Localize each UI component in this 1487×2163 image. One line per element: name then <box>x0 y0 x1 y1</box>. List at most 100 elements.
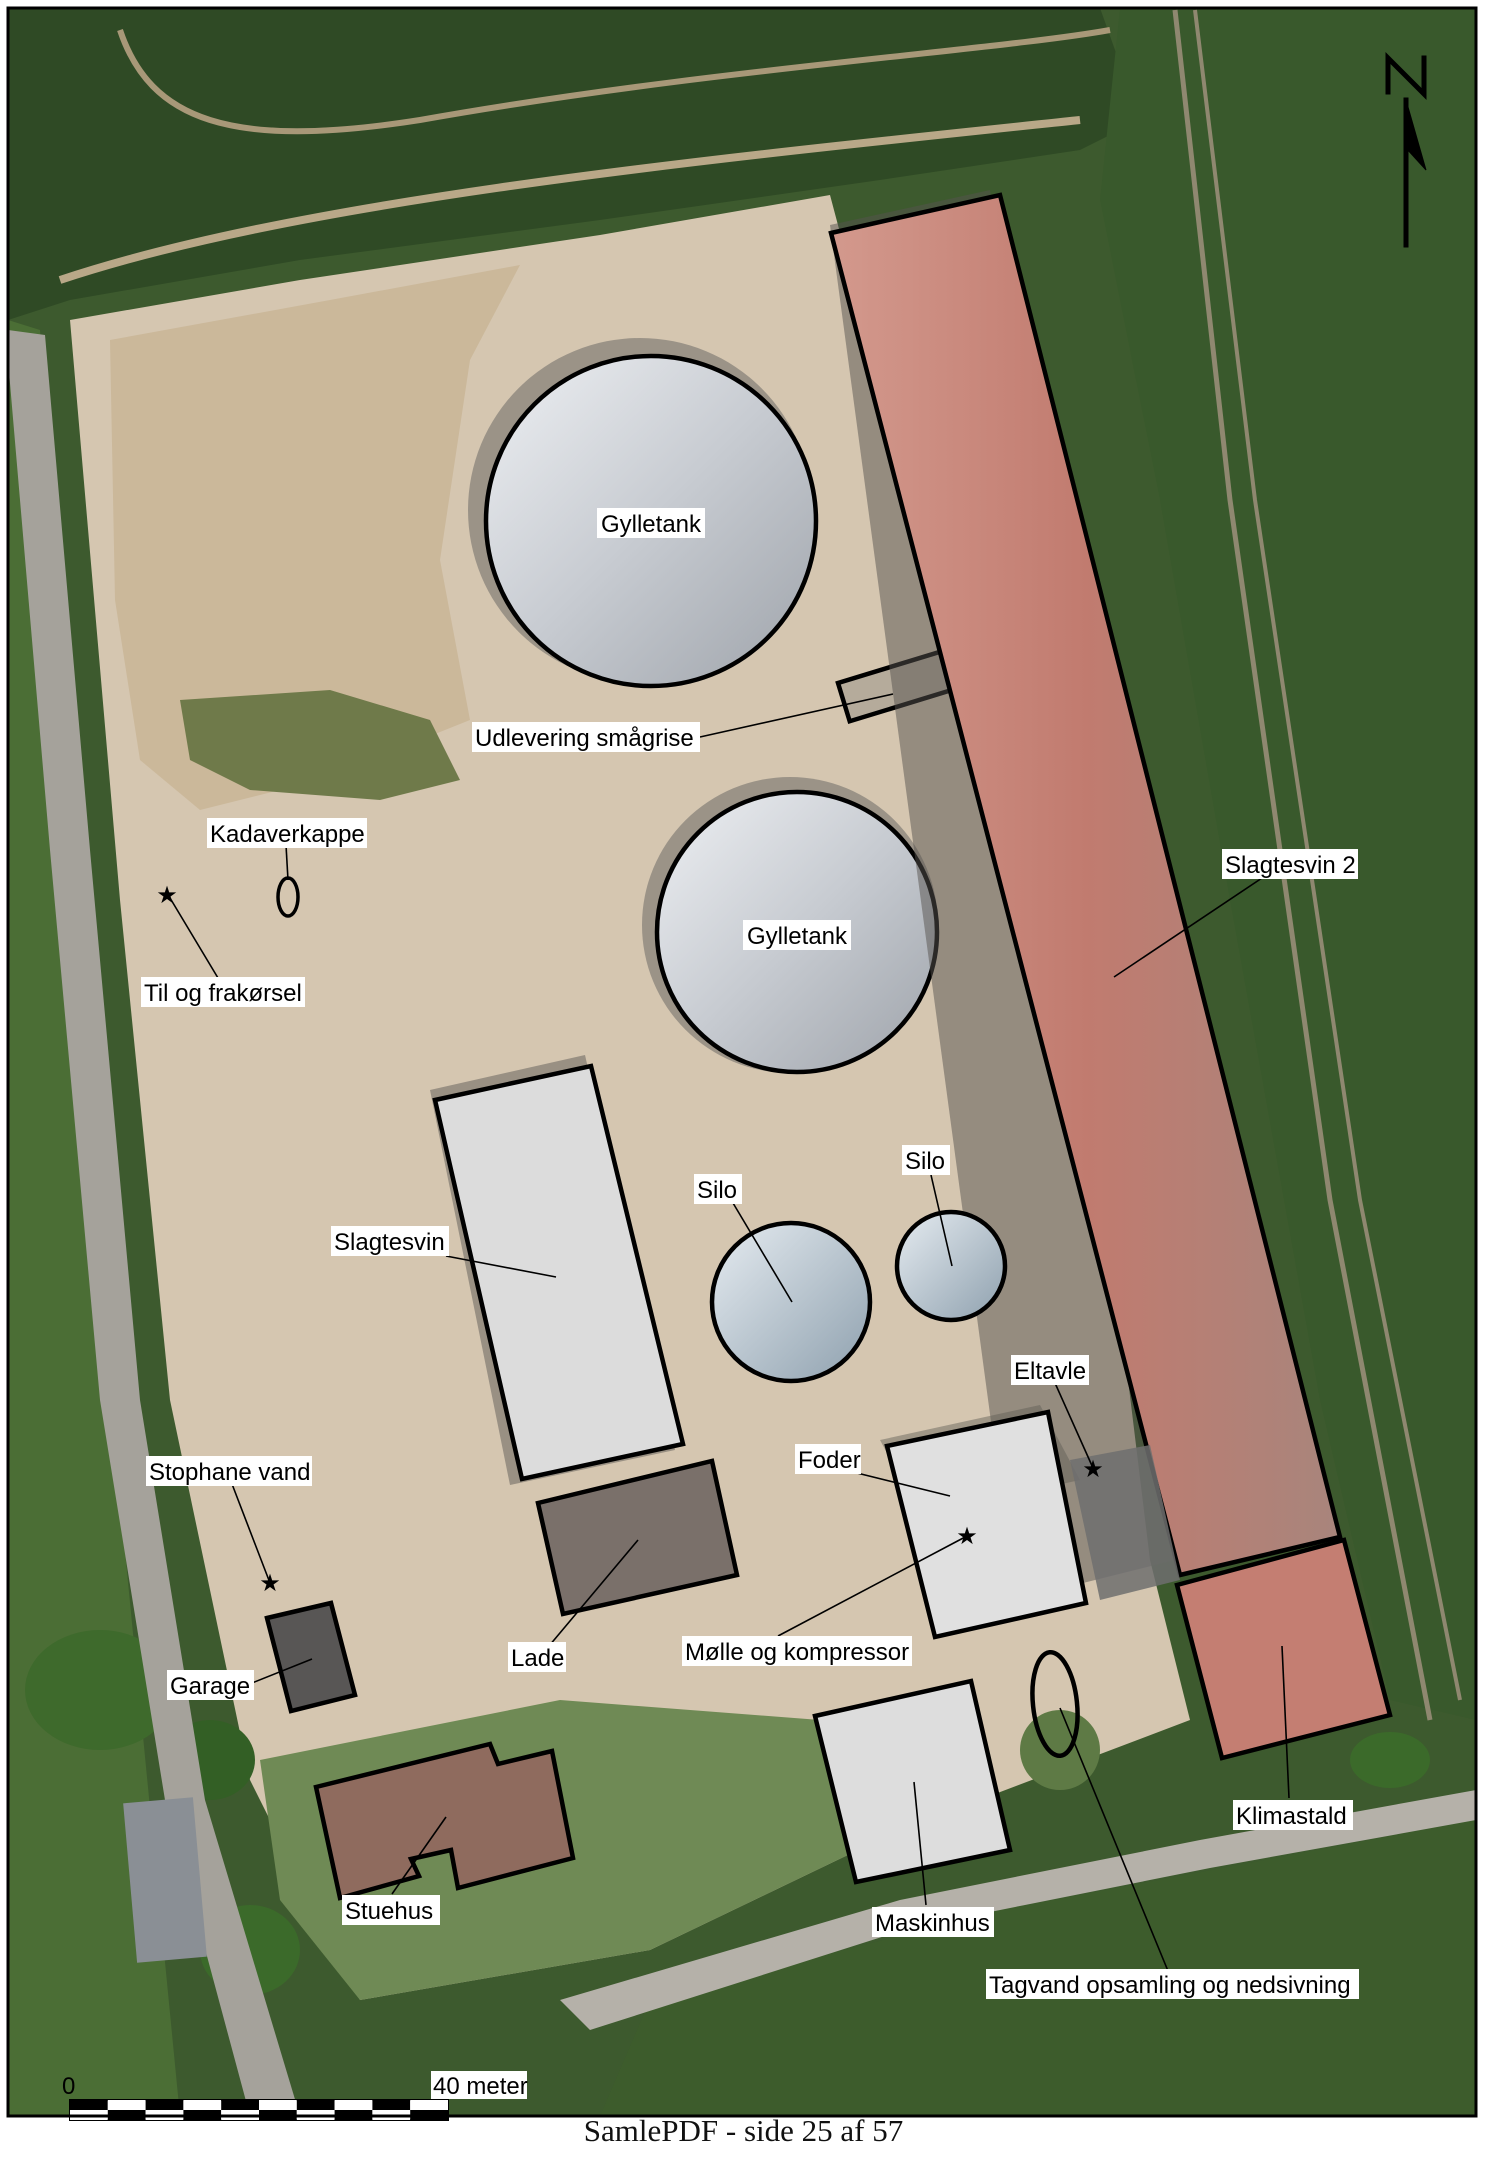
label-maskinhus: Maskinhus <box>872 1907 994 1937</box>
label-text: Gylletank <box>601 511 702 538</box>
label-text: Slagtesvin 2 <box>1225 852 1356 879</box>
tagvand-outline <box>1030 1649 1080 1759</box>
label-text: Til og frakørsel <box>144 980 302 1007</box>
leader-slagtesvin <box>445 1255 557 1278</box>
klimastald-roof <box>1177 1540 1390 1758</box>
shed-west <box>123 1797 207 1963</box>
scale-bar-segment <box>70 2100 108 2110</box>
trees-se <box>1350 1732 1430 1788</box>
lade-outline <box>535 1458 740 1617</box>
label-stuehus: Stuehus <box>342 1895 440 1925</box>
silo-1-outline <box>709 1220 873 1384</box>
label-text: Lade <box>511 1645 564 1672</box>
leader-klimastald <box>1281 1645 1290 1799</box>
scale-bar-segment <box>107 2100 146 2110</box>
star-icon: ★ <box>156 882 178 909</box>
markers: ★ ★ ★ ★ <box>156 882 1104 1597</box>
scale-bar-segment <box>334 2100 373 2110</box>
label-text: Stophane vand <box>149 1459 310 1486</box>
track-top-2 <box>117 27 1111 135</box>
vegetation-patch <box>180 690 460 800</box>
label-text: Mølle og kompressor <box>685 1639 909 1666</box>
silo-2-outline <box>894 1209 1008 1323</box>
label-text: Stuehus <box>345 1898 433 1925</box>
label-kadaverkappe: Kadaverkappe <box>207 818 367 848</box>
scale-bar-end-label: 40 meter <box>433 2073 528 2100</box>
slagtesvin-2-outline <box>828 192 1343 1578</box>
scale-bar-segment <box>145 2100 184 2110</box>
leader-udlevering <box>699 693 894 738</box>
road-south <box>560 1790 1476 2030</box>
label-text: Gylletank <box>747 923 848 950</box>
label-klimastald: Klimastald <box>1233 1800 1353 1830</box>
maskinhus-roof <box>815 1681 1010 1882</box>
page-footer: SamlePDF - side 25 af 57 <box>583 2113 904 2148</box>
label-text: Foder <box>798 1447 861 1474</box>
slagtesvin-outline <box>432 1063 686 1482</box>
leader-eltavle <box>1054 1382 1094 1469</box>
label-text: Tagvand opsamling og nedsivning <box>989 1972 1351 1999</box>
leader-kadaverkappe <box>285 844 289 881</box>
road-west <box>8 330 300 2116</box>
scale-bar-segment <box>259 2100 297 2110</box>
label-text: Silo <box>697 1177 737 1204</box>
labels: Gylletank Udlevering smågrise Kadaverkap… <box>141 508 1359 1999</box>
label-text: Slagtesvin <box>334 1229 445 1256</box>
track-top <box>58 116 1081 284</box>
leaders <box>169 693 1290 1972</box>
leader-silo-2 <box>930 1174 953 1267</box>
foder-roof <box>887 1412 1086 1637</box>
stuehus-roof <box>316 1744 573 1898</box>
stuehus-outline <box>313 1741 576 1901</box>
label-udlevering: Udlevering smågrise <box>472 722 700 752</box>
slagtesvin-2-roof <box>831 195 1340 1575</box>
maskinhus-outline <box>812 1678 1013 1885</box>
label-slagtesvin: Slagtesvin <box>331 1226 449 1256</box>
label-slagtesvin-2: Slagtesvin 2 <box>1222 849 1358 879</box>
label-tagvand: Tagvand opsamling og nedsivning <box>986 1969 1359 1999</box>
label-til-frakorsel: Til og frakørsel <box>141 977 305 1007</box>
leader-garage <box>251 1658 313 1684</box>
label-molle: Mølle og kompressor <box>682 1636 912 1666</box>
label-foder: Foder <box>795 1444 861 1474</box>
klimastald-outline <box>1174 1537 1393 1761</box>
leader-foder <box>856 1472 951 1497</box>
leader-molle <box>777 1535 968 1637</box>
label-text: Silo <box>905 1148 945 1175</box>
scale-bar-segment <box>183 2100 222 2110</box>
label-text: Maskinhus <box>875 1910 990 1937</box>
field-top <box>8 8 1140 320</box>
scale-bar-segment <box>410 2100 448 2110</box>
label-silo-1: Silo <box>694 1174 742 1204</box>
label-text: Klimastald <box>1236 1803 1347 1830</box>
gylletank-1-outline <box>483 353 819 689</box>
silo-2 <box>897 1212 1005 1320</box>
star-icon: ★ <box>1082 1456 1104 1483</box>
foder-outline <box>884 1409 1089 1640</box>
trees-west <box>25 1630 175 1750</box>
garage-roof <box>267 1603 355 1711</box>
foder-annex <box>1070 1445 1180 1600</box>
label-gylletank-1: Gylletank <box>597 508 705 538</box>
label-silo-2: Silo <box>902 1145 950 1175</box>
scale-bar-segment <box>296 2100 335 2110</box>
slagtesvin-roof <box>435 1066 683 1479</box>
scale-bar-start-label: 0 <box>62 2073 75 2100</box>
lade-roof <box>538 1461 737 1614</box>
leader-stophane <box>231 1483 271 1584</box>
label-text: Garage <box>170 1673 250 1700</box>
garage-outline <box>264 1600 358 1714</box>
map-frame <box>6 6 1478 2118</box>
soil-heap <box>110 265 520 810</box>
silo-1 <box>712 1223 870 1381</box>
leader-stuehus <box>391 1816 447 1895</box>
scale-bar-segment <box>372 2100 411 2110</box>
label-eltavle: Eltavle <box>1011 1355 1089 1385</box>
label-text: Udlevering smågrise <box>475 725 694 752</box>
leader-slagtesvin-2 <box>1113 877 1263 978</box>
leader-tagvand <box>1059 1707 1169 1972</box>
label-gylletank-2: Gylletank <box>743 920 851 950</box>
label-text: Kadaverkappe <box>210 821 365 848</box>
star-icon: ★ <box>259 1570 281 1597</box>
